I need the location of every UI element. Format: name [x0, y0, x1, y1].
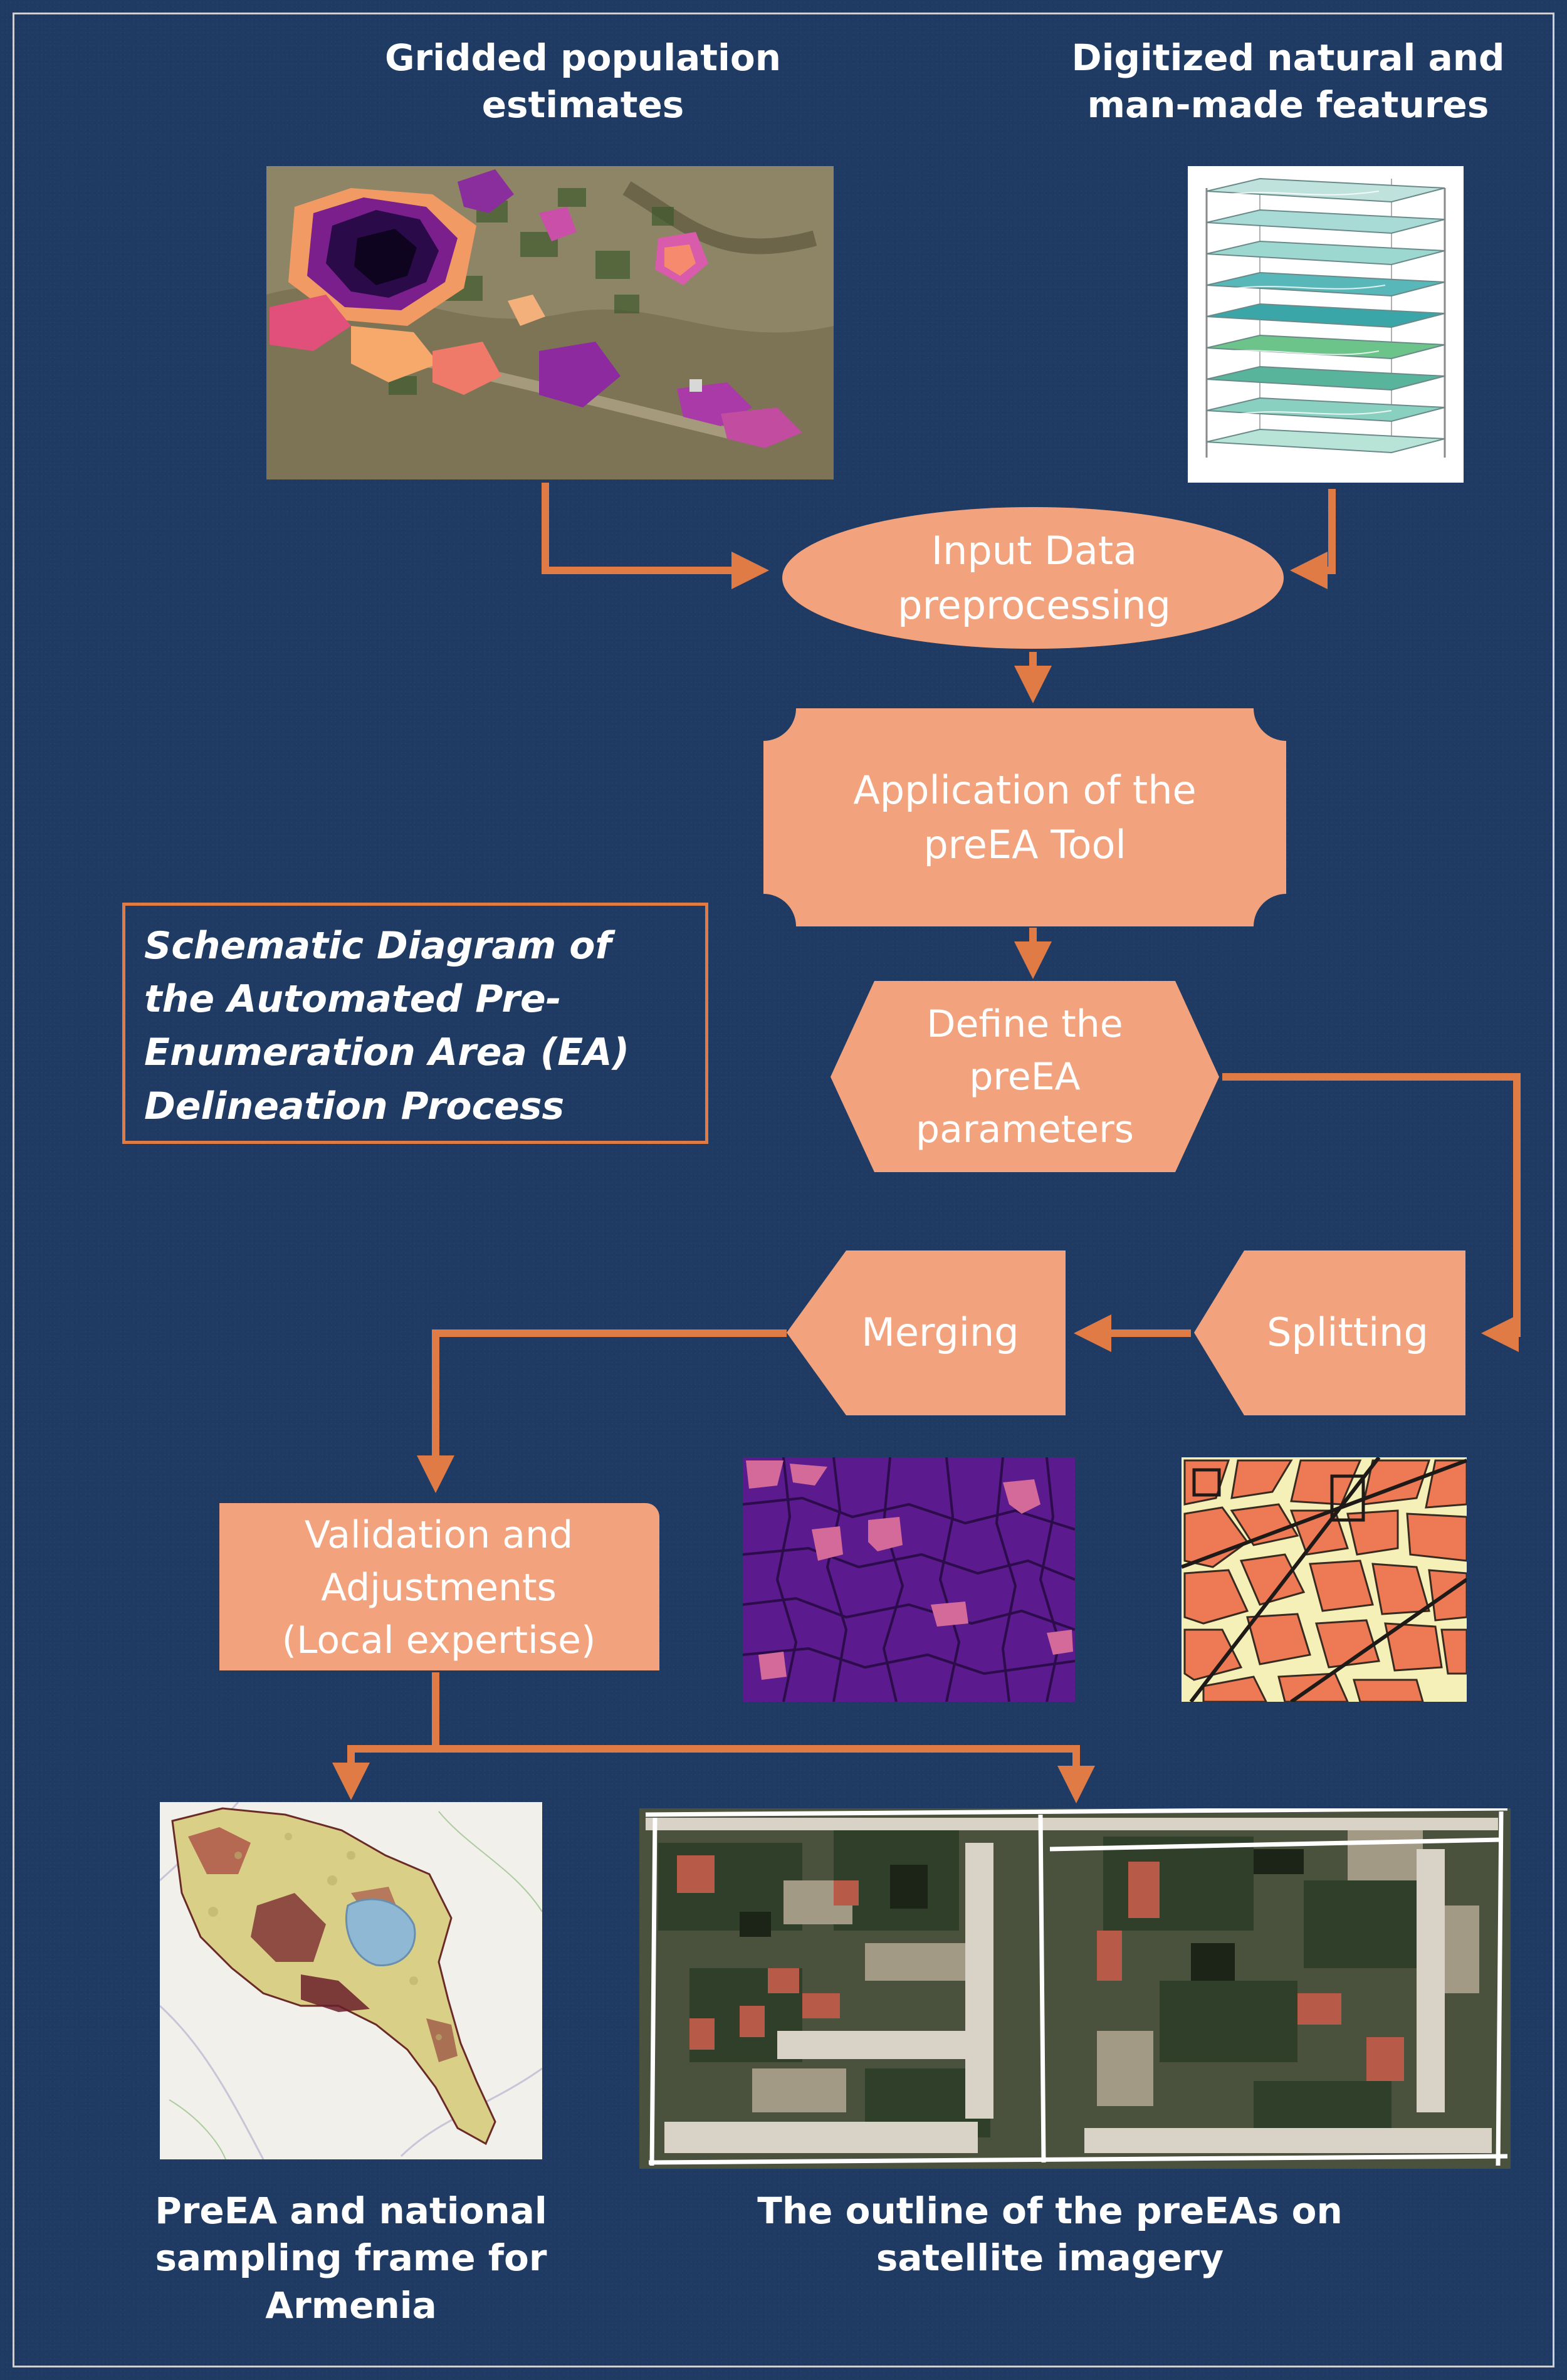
parameters-hexagon: [831, 981, 1219, 1172]
population-map-image: [266, 166, 834, 480]
tool-plaque: [763, 708, 1286, 926]
diagram-title: Schematic Diagram of the Automated Pre- …: [122, 903, 708, 1144]
satellite-outline-label: The outline of the preEAs on satellite i…: [757, 2189, 1343, 2280]
node-shapes: [219, 507, 1465, 1670]
feature-layers-image: [1188, 166, 1464, 483]
validation-node: Validation and Adjustments (Local expert…: [281, 1512, 596, 1662]
splitting-node: Splitting: [1267, 1309, 1428, 1356]
merging-node: Merging: [861, 1309, 1019, 1356]
validation-rect: [219, 1503, 659, 1670]
merging-map-image: [743, 1457, 1075, 1702]
parameters-node: Define the preEA parameters: [915, 1002, 1135, 1151]
satellite-image: [639, 1808, 1511, 2169]
preprocessing-ellipse: [782, 507, 1284, 649]
preprocessing-node: Input Data preprocessing: [898, 527, 1171, 628]
armenia-frame-label: PreEA and national sampling frame for Ar…: [155, 2189, 547, 2327]
tool-node: Application of the preEA Tool: [853, 767, 1197, 868]
features-label: Digitized natural and man-made features: [1071, 36, 1505, 127]
splitting-map-image: [1182, 1457, 1467, 1702]
population-estimates-label: Gridded population estimates: [384, 36, 782, 127]
connectors: [332, 483, 1521, 1803]
armenia-map-image: [160, 1802, 542, 2159]
merging-pentagon: [787, 1250, 1066, 1415]
